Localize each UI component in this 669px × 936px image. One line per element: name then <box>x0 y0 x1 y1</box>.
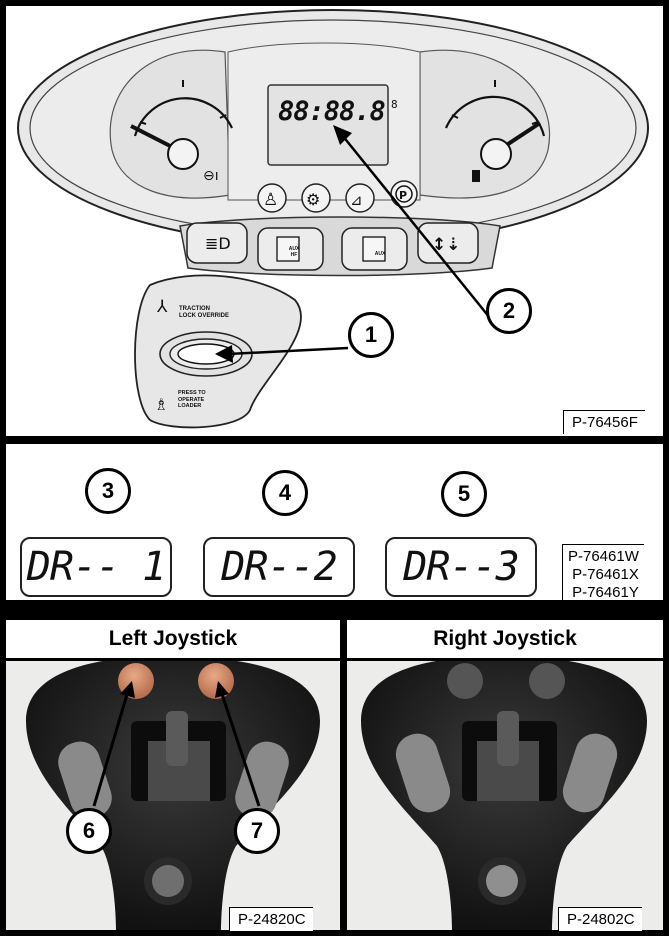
work-light-icon: ≣D <box>205 234 231 253</box>
cluster-buttons: ≣D ↕⇣ <box>186 222 479 271</box>
lcd-digits: 88:88.8 <box>278 96 386 127</box>
display-dr-2: DR--2 <box>203 537 355 597</box>
right-joystick-title: Right Joystick <box>347 620 663 658</box>
callout-7: 7 <box>234 808 280 854</box>
callout-1: 1 <box>348 312 394 358</box>
left-joystick-photo <box>6 661 340 930</box>
traction-lock-label: TRACTION LOCK OVERRIDE <box>179 306 230 319</box>
indicator-lights: ♙ ⚙ ⊿ P <box>257 180 418 213</box>
work-lights-button <box>186 222 248 264</box>
seat-belt-icon: ♙ <box>263 190 278 210</box>
right-joystick-photo <box>347 661 663 930</box>
figure-ref-3: P-24820C <box>229 907 313 931</box>
figure-ref-1: P-76456F <box>563 410 645 434</box>
callout-2: 2 <box>486 288 532 334</box>
traction-icon: ⅄ <box>156 297 168 317</box>
parking-brake-icon: P <box>399 189 407 202</box>
lift-lock-icon: ⊿ <box>350 191 363 209</box>
temperature-gauge: ⊖ı <box>130 80 233 184</box>
callout-3: 3 <box>85 468 131 514</box>
divider <box>0 436 669 444</box>
lcd-flag: 8 <box>391 98 398 111</box>
float-icon: ↕⇣ <box>432 235 461 255</box>
fuel-gauge <box>444 80 546 182</box>
left-joystick-title: Left Joystick <box>6 620 340 658</box>
press-to-operate-label: PRESS TO OPERATE LOADER <box>178 390 206 409</box>
figure-ref-2: P-76461W P-76461X P-76461Y <box>562 544 644 604</box>
fuel-pump-icon <box>472 170 480 182</box>
lcd-window <box>267 84 389 166</box>
figure-ref-4: P-24802C <box>558 907 642 931</box>
callout-5: 5 <box>441 471 487 517</box>
divider <box>0 658 669 661</box>
operator-icon: ♗ <box>154 395 168 414</box>
instrument-cluster-illustration: ⊖ı ♙ ⚙ ⊿ P ≣D ↕⇣ ⅄ ♗ <box>17 9 649 429</box>
callout-4: 4 <box>262 470 308 516</box>
coolant-temp-icon: ⊖ı <box>203 168 219 184</box>
display-dr-3: DR--3 <box>385 537 537 597</box>
aux-hf-label: AUX HF <box>288 246 300 258</box>
callout-6: 6 <box>66 808 112 854</box>
ride-control-button <box>417 222 479 264</box>
divider <box>0 600 669 620</box>
column-divider <box>340 620 347 936</box>
display-dr-1: DR-- 1 <box>20 537 172 597</box>
aux-label: AUX <box>374 251 386 257</box>
seat-bar-icon: ⚙ <box>306 190 320 209</box>
